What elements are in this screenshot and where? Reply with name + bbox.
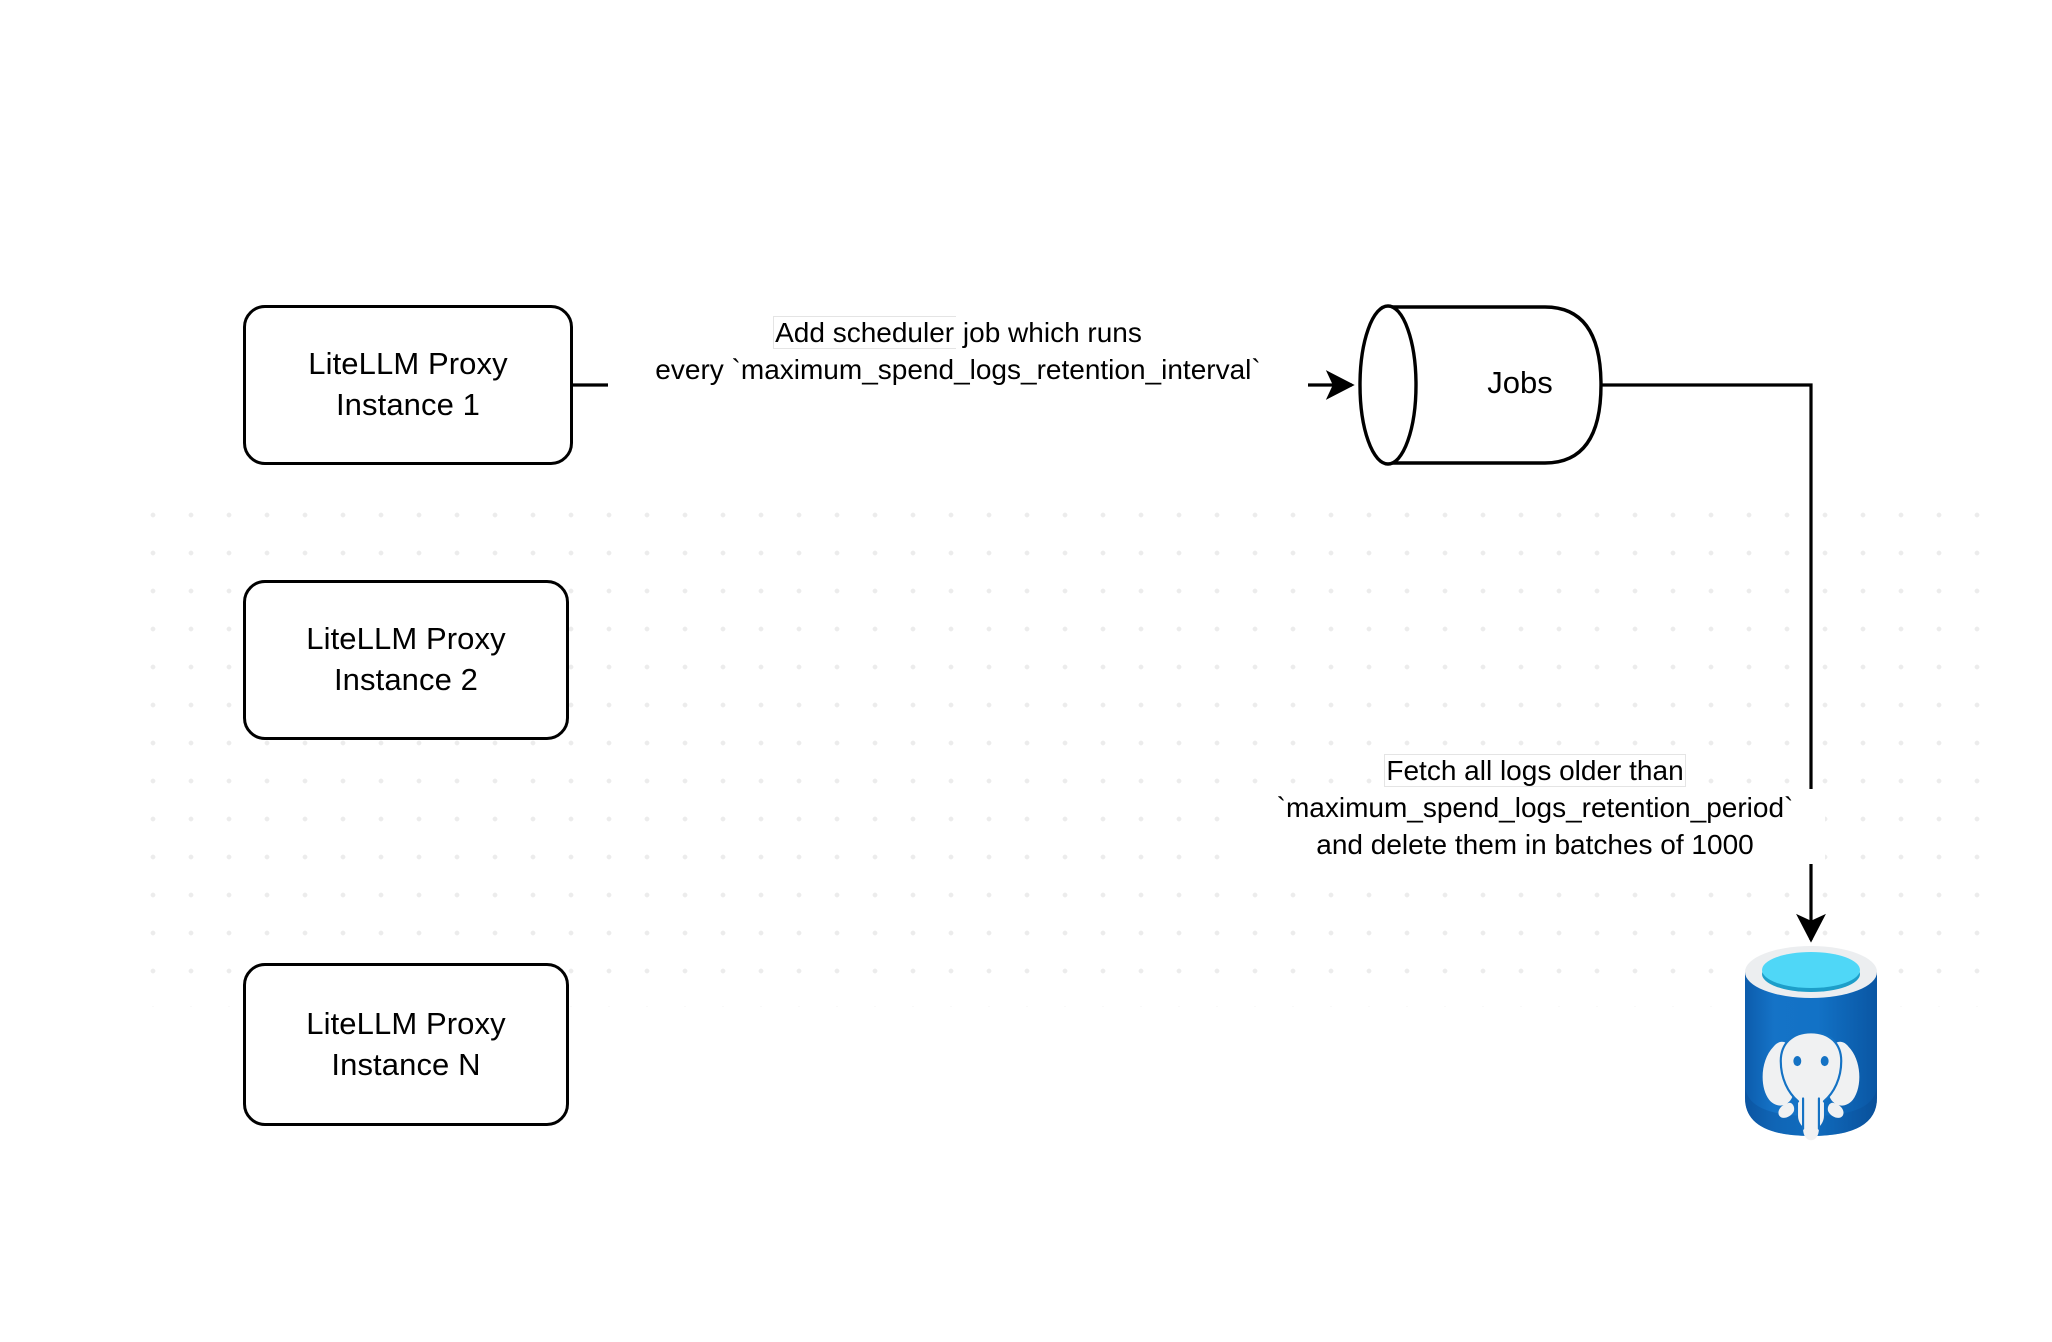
node-litellm-proxy-instance-n[interactable]: LiteLLM Proxy Instance N	[243, 963, 569, 1126]
edge-label-scheduler-line1-rest: job which runs	[955, 317, 1142, 348]
postgres-database-icon	[1745, 946, 1877, 1141]
node-litellm-proxy-instance-1[interactable]: LiteLLM Proxy Instance 1	[243, 305, 573, 465]
node-instance-1-line1: LiteLLM Proxy	[308, 346, 508, 382]
node-instance-n-line1: LiteLLM Proxy	[306, 1005, 506, 1041]
edge-jobs-to-postgres-path	[1601, 383, 1826, 943]
edge-label-scheduler-line1-highlight: Add scheduler	[774, 317, 956, 348]
edge-label-fetch-line3: and delete them in batches of 1000	[1245, 826, 1825, 864]
node-instance-n-line2: Instance N	[331, 1046, 481, 1082]
edge-label-add-scheduler-job: Add scheduler job which runs every `maxi…	[608, 314, 1308, 389]
edge-label-fetch-line2: `maximum_spend_logs_retention_period`	[1245, 789, 1825, 827]
node-instance-2-line2: Instance 2	[333, 662, 479, 697]
node-jobs-label: Jobs	[1487, 365, 1553, 400]
edge-label-fetch-line1-highlight: Fetch all logs older than	[1385, 755, 1685, 786]
node-litellm-proxy-instance-2[interactable]: LiteLLM Proxy Instance 2	[243, 580, 569, 740]
node-instance-2-line1: LiteLLM Proxy	[306, 621, 506, 657]
edge-label-fetch-line1: Fetch all logs older than	[1245, 752, 1825, 789]
edge-label-scheduler-line1: Add scheduler job which runs	[608, 314, 1308, 351]
edge-label-fetch-and-delete-logs: Fetch all logs older than `maximum_spend…	[1245, 752, 1825, 864]
node-instance-1-line2: Instance 1	[335, 387, 481, 422]
edge-label-scheduler-line2: every `maximum_spend_logs_retention_inte…	[608, 351, 1308, 389]
